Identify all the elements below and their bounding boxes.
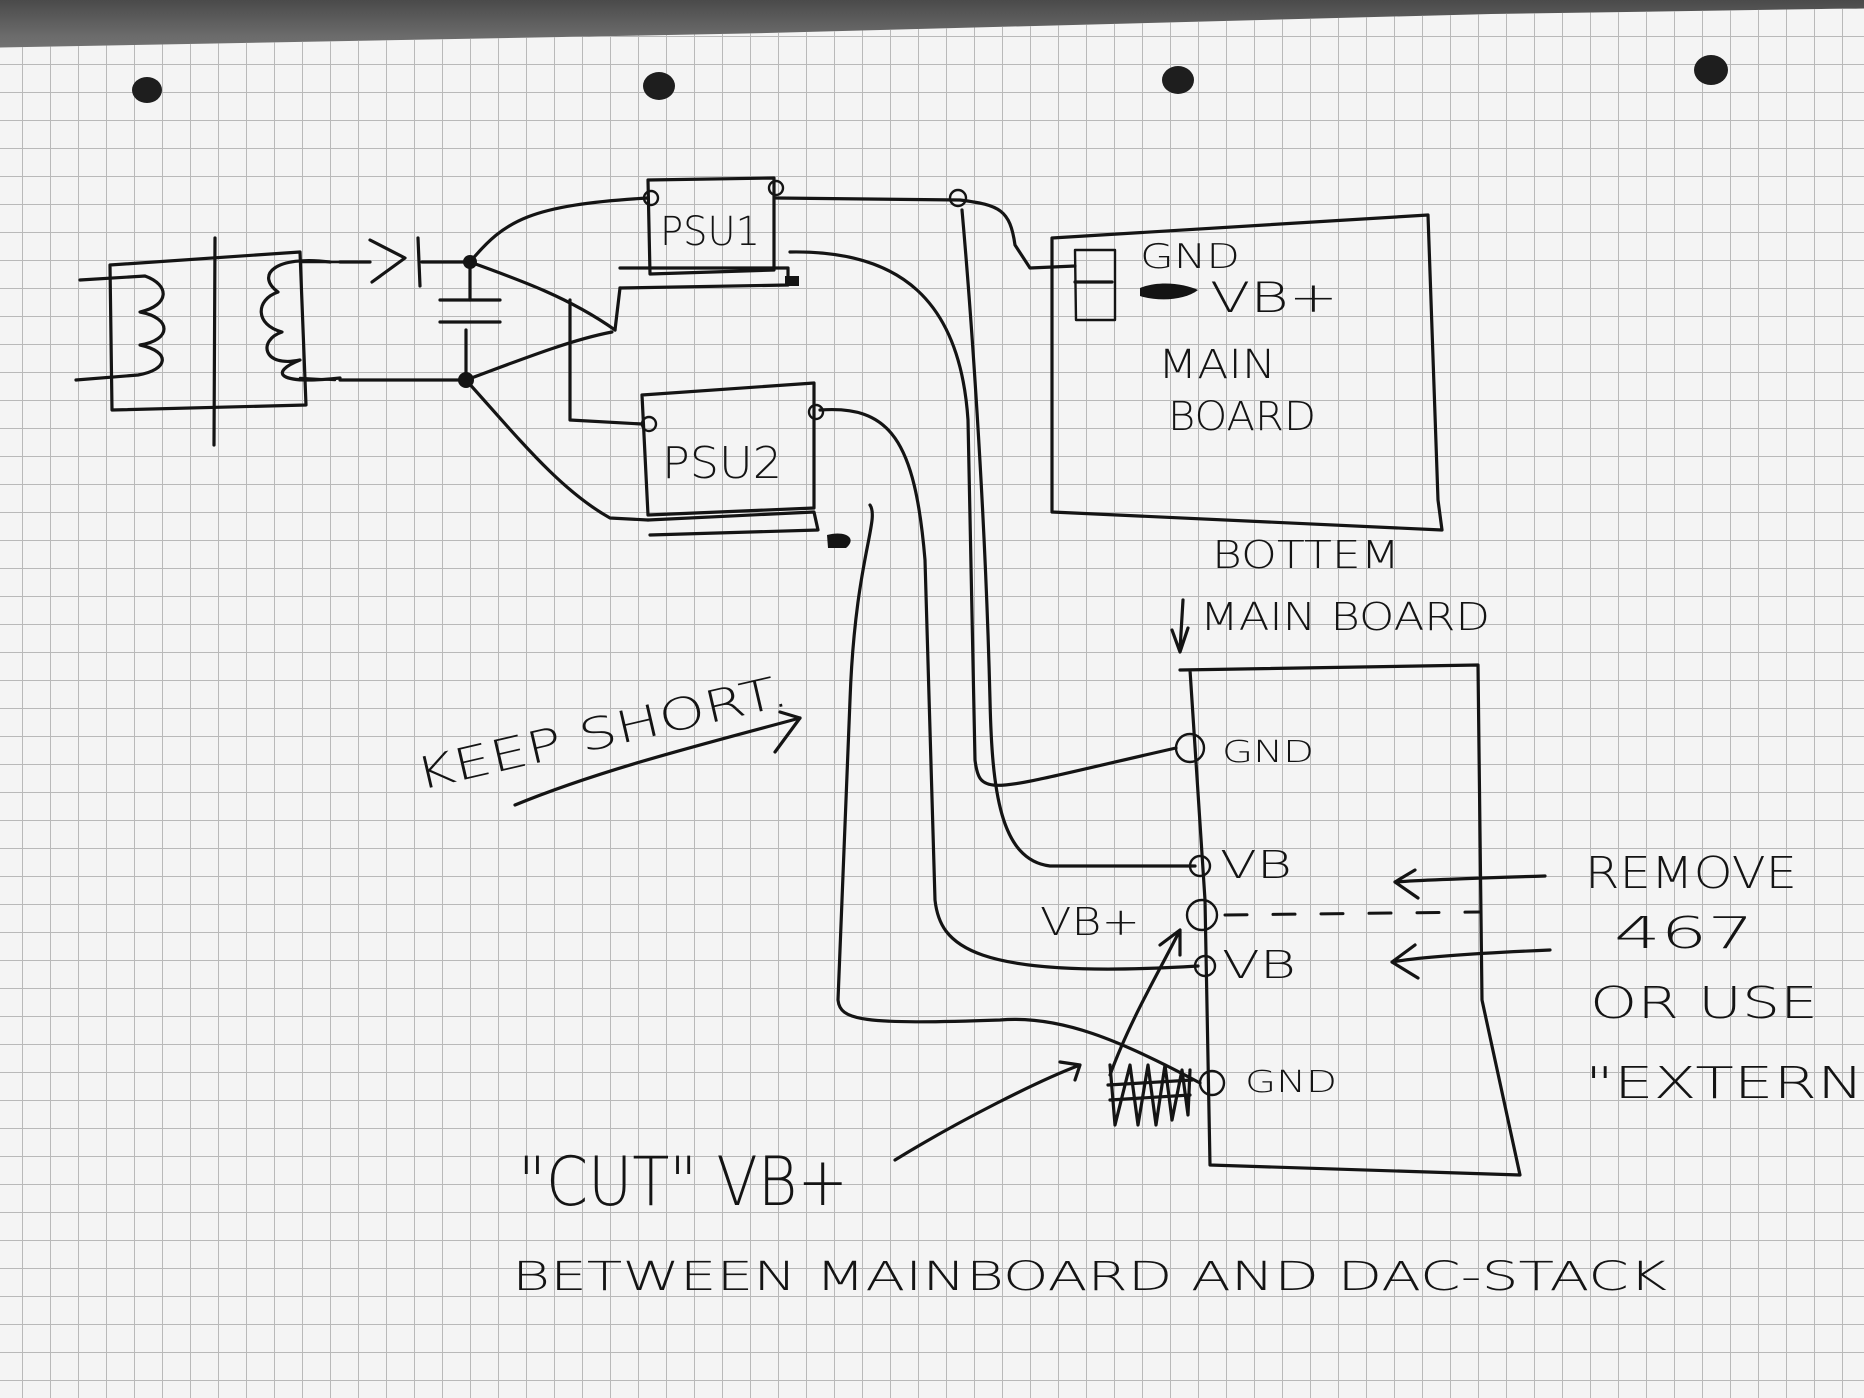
punch-holes bbox=[132, 55, 1728, 103]
label-bottom-1: BOTTEM bbox=[1212, 533, 1400, 577]
label-main-board-1: MAIN bbox=[1158, 342, 1276, 388]
label-psu2: PSU2 bbox=[662, 438, 782, 489]
label-keep-short: KEEP SHORT. bbox=[411, 666, 793, 801]
rectifier-diode-symbol bbox=[338, 236, 472, 288]
label-main-board-2: BOARD bbox=[1168, 394, 1316, 440]
main-board bbox=[1050, 213, 1444, 532]
label-bottom-2: MAIN BOARD bbox=[1200, 595, 1490, 639]
label-psu1: PSU1 bbox=[660, 209, 760, 255]
label-pin-vb-plus: VB+ bbox=[1040, 900, 1140, 944]
label-pin-gnd-top: GND bbox=[1222, 735, 1314, 770]
label-pin-vb-1: VB bbox=[1220, 843, 1292, 887]
label-cut-vb: "CUT" VB+ bbox=[518, 1143, 848, 1222]
label-remove-1: REMOVE bbox=[1585, 848, 1797, 899]
label-pin-vb-2: VB bbox=[1222, 943, 1296, 987]
psu1-module bbox=[618, 176, 799, 290]
label-remove-2: 467 bbox=[1614, 908, 1754, 959]
label-main-vb: VB+ bbox=[1210, 273, 1338, 322]
label-main-gnd: GND bbox=[1140, 237, 1240, 277]
transformer-symbol bbox=[74, 236, 342, 447]
annotation-arrows bbox=[513, 710, 1552, 1162]
bottom-main-board bbox=[1170, 598, 1522, 1177]
output-wires bbox=[774, 188, 1202, 1085]
label-between: BETWEEN MAINBOARD AND DAC-STACK bbox=[512, 1254, 1667, 1300]
supply-wires bbox=[464, 196, 650, 522]
label-pin-gnd-bottom: GND bbox=[1245, 1065, 1337, 1100]
label-remove-4: "EXTERN bbox=[1585, 1058, 1864, 1109]
label-remove-3: OR USE bbox=[1590, 978, 1818, 1029]
handwritten-labels: PSU1 PSU2 GND VB+ MAIN BOARD BOTTEM MAIN… bbox=[411, 209, 1864, 1300]
